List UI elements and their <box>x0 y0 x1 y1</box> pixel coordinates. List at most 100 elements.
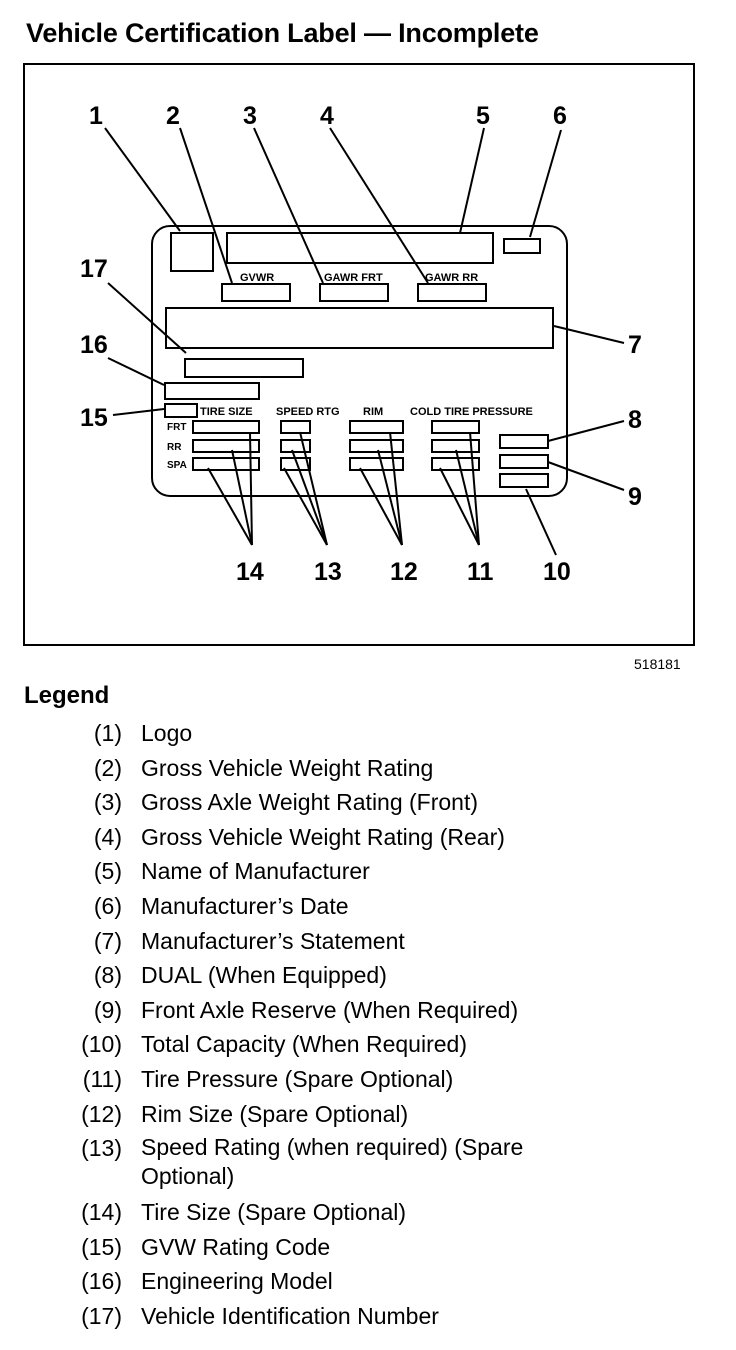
legend-item: (7) Manufacturer’s Statement <box>0 924 736 959</box>
total-capacity-box <box>499 473 549 488</box>
legend-num: (9) <box>93 996 122 1023</box>
legend-item: (17) Vehicle Identification Number <box>0 1299 736 1334</box>
legend-text: Tire Size (Spare Optional) <box>141 1199 407 1226</box>
legend-text: Rim Size (Spare Optional) <box>141 1100 409 1127</box>
callout-15: 15 <box>80 404 108 432</box>
legend-num: (12) <box>81 1100 122 1127</box>
legend-num: (7) <box>93 927 122 954</box>
legend-item: (16) Engineering Model <box>0 1264 736 1299</box>
figure-id: 518181 <box>634 656 681 672</box>
callout-1: 1 <box>89 102 103 130</box>
manufacturer-statement-box <box>165 307 554 349</box>
tire-size-boxes <box>192 420 260 471</box>
row-frt-label: FRT <box>167 422 186 433</box>
legend-item: (10) Total Capacity (When Required) <box>0 1027 736 1062</box>
callout-17: 17 <box>80 255 108 283</box>
dual-box <box>499 434 549 449</box>
legend-list: (1) Logo (2) Gross Vehicle Weight Rating (… <box>0 716 736 1334</box>
legend-item: (4)Gross Vehicle Weight Rating (Rear) <box>0 820 736 855</box>
gawr-rr-box <box>417 283 487 302</box>
legend-text: Manufacturer’s Date <box>141 892 349 919</box>
callout-16: 16 <box>80 331 108 359</box>
legend-item: (9) Front Axle Reserve (When Required) <box>0 993 736 1028</box>
legend-item: (6) Manufacturer’s Date <box>0 889 736 924</box>
legend-text: Name of Manufacturer <box>141 858 370 885</box>
legend-num: (1) <box>93 720 122 746</box>
row-spa-label: SPA <box>167 460 187 471</box>
callout-10: 10 <box>543 558 571 586</box>
callout-7: 7 <box>628 331 642 359</box>
legend-item: (12) Rim Size (Spare Optional) <box>0 1097 736 1132</box>
legend-num: (17) <box>81 1302 122 1329</box>
legend-item: (11) Tire Pressure (Spare Optional) <box>0 1062 736 1097</box>
legend-item: (1) Logo <box>0 716 736 751</box>
gvwr-box <box>221 283 291 302</box>
callout-11: 11 <box>467 558 494 586</box>
legend-item: (13) Speed Rating (when required) (Spare … <box>0 1131 736 1195</box>
engineering-model-box <box>164 382 260 400</box>
callout-5: 5 <box>476 102 490 130</box>
manufacturer-date-box <box>503 238 541 254</box>
legend-num: (6) <box>93 892 122 919</box>
legend-text: Speed Rating (when required) (Spare Opti… <box>141 1134 524 1190</box>
label-body <box>151 225 568 497</box>
legend-num: (4) <box>93 823 122 850</box>
gawr-rr-label: GAWR RR <box>425 272 478 284</box>
callout-4: 4 <box>320 102 334 130</box>
legend-num: (11) <box>82 1065 122 1092</box>
gvwr-label: GVWR <box>240 272 274 284</box>
legend-text: Tire Pressure (Spare Optional) <box>141 1065 454 1092</box>
rim-label: RIM <box>363 406 383 418</box>
legend-num: (13) <box>81 1135 122 1162</box>
legend-text: Front Axle Reserve (When Required) <box>141 996 519 1023</box>
callout-2: 2 <box>166 102 180 130</box>
legend-item: (8) DUAL (When Equipped) <box>0 958 736 993</box>
legend-num: (5) <box>93 858 122 885</box>
page-title: Vehicle Certification Label — Incomplete <box>26 18 539 48</box>
legend-text: Engineering Model <box>141 1268 333 1295</box>
certification-label-diagram: GVWR GAWR FRT GAWR RR TIRE SIZE SPEED RT… <box>23 63 695 646</box>
callout-3: 3 <box>243 102 257 130</box>
tire-size-label: TIRE SIZE <box>200 406 253 418</box>
gawr-frt-label: GAWR FRT <box>324 272 383 284</box>
legend-item: (14) Tire Size (Spare Optional) <box>0 1195 736 1230</box>
legend-text: GVW Rating Code <box>141 1233 331 1260</box>
legend-num: (2) <box>93 754 122 781</box>
callout-14: 14 <box>236 558 264 586</box>
gawr-frt-box <box>319 283 389 302</box>
logo-box <box>170 232 214 272</box>
legend-text: Vehicle Identification Number <box>141 1302 439 1329</box>
callout-9: 9 <box>628 483 642 511</box>
legend-num: (16) <box>81 1268 122 1295</box>
legend-item: (5) Name of Manufacturer <box>0 854 736 889</box>
row-rr-label: RR <box>167 442 182 453</box>
callout-6: 6 <box>553 102 567 130</box>
tire-pressure-boxes <box>431 420 480 471</box>
legend-item: (15) GVW Rating Code <box>0 1230 736 1265</box>
legend-item: (3) Gross Axle Weight Rating (Front) <box>0 785 736 820</box>
rim-boxes <box>349 420 404 471</box>
legend-text: Gross Axle Weight Rating (Front) <box>141 789 479 816</box>
legend-text: Gross Vehicle Weight Rating <box>141 754 434 781</box>
cold-tire-pressure-label: COLD TIRE PRESSURE <box>410 406 533 418</box>
callout-8: 8 <box>628 406 642 434</box>
gvw-rating-code-box <box>164 403 198 418</box>
legend-num: (8) <box>93 962 122 989</box>
speed-rating-boxes <box>280 420 311 471</box>
legend-text: Logo <box>141 720 193 746</box>
speed-rtg-label: SPEED RTG <box>276 406 340 418</box>
legend-num: (15) <box>81 1233 122 1260</box>
leader-lines <box>104 127 625 556</box>
legend-num: (3) <box>93 789 122 816</box>
legend-text: Total Capacity (When Required) <box>141 1031 467 1058</box>
figure-frame <box>23 63 695 646</box>
legend-text: DUAL (When Equipped) <box>141 962 387 989</box>
legend-num: (14) <box>81 1199 122 1226</box>
legend-text: Manufacturer’s Statement <box>141 927 405 954</box>
legend-num: (10) <box>81 1031 122 1058</box>
callout-12: 12 <box>390 558 418 586</box>
legend-heading: Legend <box>24 682 110 709</box>
callout-13: 13 <box>314 558 342 586</box>
manufacturer-name-box <box>226 232 494 264</box>
legend-item: (2) Gross Vehicle Weight Rating <box>0 751 736 786</box>
